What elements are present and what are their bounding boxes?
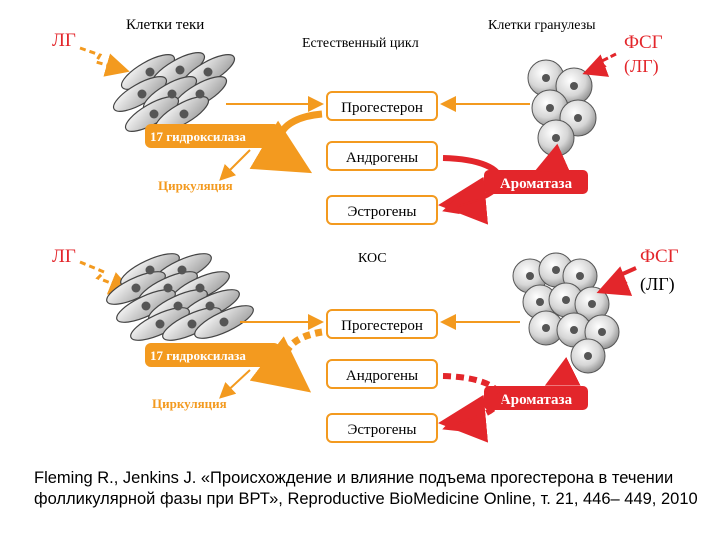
bottom-estrogens-box bbox=[326, 413, 438, 443]
top-estrogens-label: Эстрогены bbox=[347, 204, 416, 220]
top-progesterone-label: Прогестерон bbox=[341, 100, 423, 116]
top-theca-cells bbox=[112, 52, 236, 132]
top-lh-paren-label: (ЛГ) bbox=[624, 56, 659, 77]
bottom-aromatase-box bbox=[484, 386, 588, 410]
bottom-cycle-title: КОС bbox=[358, 251, 387, 266]
bottom-progesterone-label: Прогестерон bbox=[341, 318, 423, 334]
bottom-aromatase-to-estrogens-arrow bbox=[442, 415, 479, 432]
bottom-panel: ЛГ КОС ФСГ (ЛГ) bbox=[52, 246, 679, 443]
top-cycle-title: Естественный цикл bbox=[302, 36, 419, 51]
bottom-androgens-box bbox=[326, 359, 438, 389]
top-granulosa-title: Клетки гранулезы bbox=[488, 18, 596, 33]
top-aromatase-label: Ароматаза bbox=[500, 176, 573, 192]
bottom-lh-paren-label: (ЛГ) bbox=[640, 274, 675, 295]
bottom-lh-arrow bbox=[79, 260, 134, 295]
bottom-fsh-arrow bbox=[596, 266, 637, 296]
bottom-enzyme-bar bbox=[145, 343, 280, 367]
bottom-progesterone-box bbox=[326, 309, 438, 339]
top-panel: ЛГ Клетки теки Естественный цикл Клетки … bbox=[52, 17, 663, 225]
top-progesterone-to-androgens-arrow bbox=[249, 110, 323, 174]
bottom-lh-label: ЛГ bbox=[52, 246, 76, 267]
bottom-granulosa-to-aromatase-arrow bbox=[544, 356, 581, 386]
top-progesterone-box bbox=[326, 91, 438, 121]
top-androgens-to-estrogens-arrow bbox=[438, 155, 503, 225]
bottom-to-circulation-arrow bbox=[219, 369, 251, 399]
top-granulosa-to-aromatase-arrow bbox=[534, 143, 571, 173]
top-granulosa-cells bbox=[527, 59, 597, 157]
citation-caption: Fleming R., Jenkins J. «Происхождение и … bbox=[34, 469, 698, 508]
top-fsh-arrow bbox=[582, 52, 617, 77]
top-androgens-label: Андрогены bbox=[346, 150, 418, 166]
top-lh-arrow bbox=[79, 46, 130, 77]
bottom-granulosa-cells bbox=[512, 252, 620, 374]
top-androgens-box bbox=[326, 141, 438, 171]
top-estrogens-box bbox=[326, 195, 438, 225]
top-theca-title: Клетки теки bbox=[126, 17, 204, 33]
top-lh-label: ЛГ bbox=[52, 30, 76, 51]
bottom-estrogens-label: Эстрогены bbox=[347, 422, 416, 438]
top-circulation-label: Циркуляция bbox=[158, 178, 233, 193]
bottom-fsh-label: ФСГ bbox=[640, 246, 679, 267]
top-enzyme-bar bbox=[145, 124, 280, 148]
bottom-circulation-label: Циркуляция bbox=[152, 396, 227, 411]
top-to-circulation-arrow bbox=[219, 149, 251, 181]
bottom-progesterone-to-androgens-arrow bbox=[249, 328, 323, 393]
bottom-aromatase-label: Ароматаза bbox=[500, 392, 573, 408]
bottom-androgens-label: Андрогены bbox=[346, 368, 418, 384]
top-aromatase-to-estrogens-arrow bbox=[442, 198, 479, 215]
top-fsh-label: ФСГ bbox=[624, 32, 663, 53]
bottom-theca-cells bbox=[106, 253, 254, 341]
top-enzyme-label: 17 гидроксилаза bbox=[150, 129, 246, 144]
top-aromatase-box bbox=[484, 170, 588, 194]
bottom-enzyme-label: 17 гидроксилаза bbox=[150, 348, 246, 363]
